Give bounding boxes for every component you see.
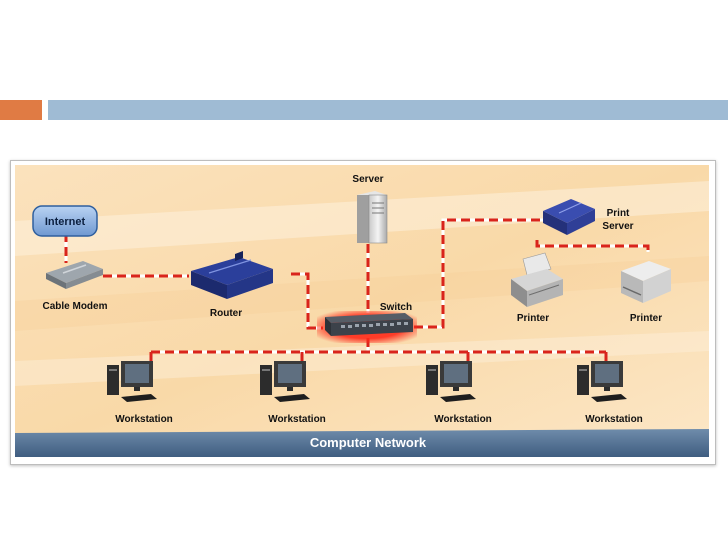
slide-accent-bar — [0, 100, 42, 120]
switch-node: Switch — [317, 302, 417, 343]
print-server-label-line1: Print — [607, 208, 630, 219]
footer-title: Computer Network — [310, 435, 427, 450]
workstation-3-label: Workstation — [434, 414, 492, 425]
server-icon — [357, 191, 388, 244]
print-server-node: Print Server — [543, 199, 634, 235]
workstation-icon — [260, 361, 310, 402]
cable-modem-icon — [46, 261, 103, 289]
internet-label: Internet — [45, 216, 86, 228]
printer-2-label: Printer — [630, 313, 662, 324]
workstation-icon — [107, 361, 157, 402]
switch-icon — [317, 311, 417, 343]
printer-node-1: Printer — [511, 252, 563, 324]
network-diagram: Computer Network — [10, 160, 716, 465]
workstation-icon — [577, 361, 627, 402]
workstation-2-label: Workstation — [268, 414, 326, 425]
printer-icon — [511, 252, 563, 307]
print-server-label-line2: Server — [602, 221, 633, 232]
workstation-4-label: Workstation — [585, 414, 643, 425]
workstation-icon — [426, 361, 476, 402]
router-icon — [191, 251, 273, 299]
printer-node-2: Printer — [621, 261, 671, 324]
footer-bar — [15, 429, 709, 457]
printer-icon — [621, 261, 671, 303]
cable-modem-label: Cable Modem — [42, 301, 107, 312]
diagram-canvas: Computer Network — [15, 165, 709, 457]
print-server-icon — [543, 199, 595, 235]
workstation-node-3: Workstation — [426, 361, 492, 425]
router-label: Router — [210, 308, 242, 319]
workstation-1-label: Workstation — [115, 414, 173, 425]
internet-node: Internet — [32, 205, 98, 237]
slide-title-bar — [48, 100, 728, 120]
workstation-node-2: Workstation — [260, 361, 326, 425]
router-node: Router — [191, 251, 273, 319]
cable-modem-node: Cable Modem — [42, 261, 108, 312]
server-node: Server — [352, 174, 388, 244]
workstation-node-1: Workstation — [107, 361, 173, 425]
server-label: Server — [352, 174, 383, 185]
printer-1-label: Printer — [517, 313, 549, 324]
workstation-node-4: Workstation — [577, 361, 643, 425]
switch-label: Switch — [380, 302, 412, 313]
